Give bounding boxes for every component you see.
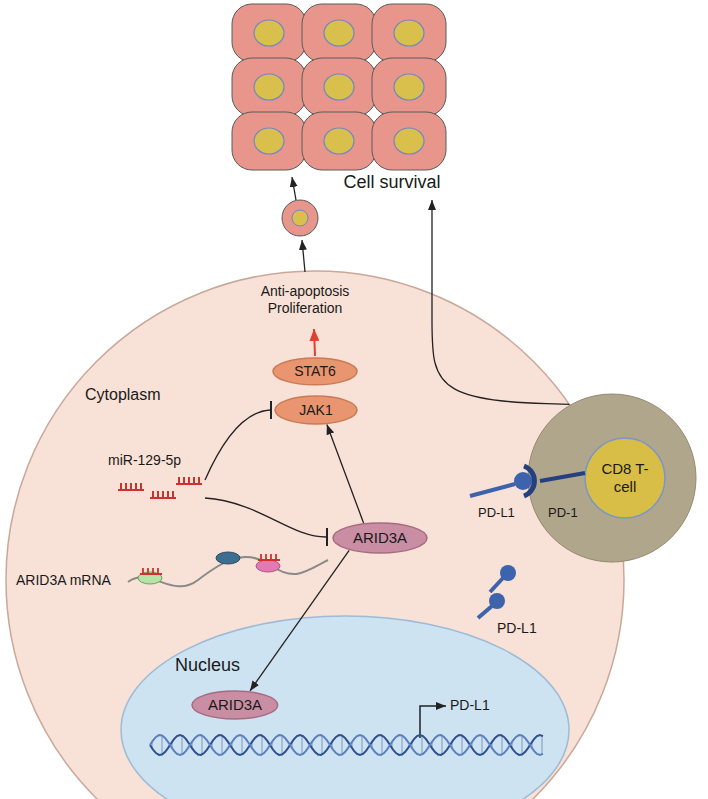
nucleus: NucleusARID3A (120, 615, 570, 799)
tumor-cell-icon (232, 58, 306, 116)
dna-rung (461, 735, 462, 754)
node-text: STAT6 (294, 363, 336, 380)
mrna-ribosome (216, 552, 240, 564)
small-cell (282, 200, 318, 236)
dna-rung (361, 735, 362, 754)
pdl1-head (489, 593, 505, 609)
dna-rung (521, 735, 522, 754)
cell-cluster: Cell survival (222, 0, 452, 200)
protein-ellipse: STAT6 (272, 357, 358, 386)
node-text: Nucleus (175, 655, 240, 677)
node-text: ARID3A (208, 696, 262, 714)
tumor-cell-icon (372, 58, 446, 116)
tumor-cell-icon (302, 4, 376, 62)
tumor-cell-icon (232, 4, 306, 62)
protein-ellipse-shape (273, 358, 357, 385)
dna-rung (541, 735, 542, 754)
arrow (292, 177, 296, 200)
mrna-ribosome (256, 560, 280, 572)
inhibition-bar (326, 528, 328, 546)
process-note: Anti-apoptosis Proliferation (245, 283, 365, 317)
nucleus-outline (120, 615, 570, 799)
tumor-cell-shape (6, 271, 624, 799)
dna-rung (281, 735, 282, 754)
protein-ellipse-shape (333, 523, 427, 553)
protein-ellipse-shape (275, 396, 357, 424)
protein-ellipse: ARID3A (191, 690, 279, 720)
dna-rung (301, 735, 302, 754)
node-text: Cytoplasm (85, 385, 161, 404)
tumor-cell-icon (302, 112, 376, 170)
nucleus-shape (121, 616, 569, 799)
dna-rung (481, 735, 482, 754)
cell-nucleus-icon (394, 20, 424, 46)
gene-label: PD-L1 (450, 697, 490, 714)
pdl1-head (500, 565, 516, 581)
protein-label: PD-L1 (478, 505, 515, 521)
tumor-cell: CytoplasmSTAT6JAK1ARID3ANucleusARID3A (5, 270, 625, 799)
dna-rung (341, 735, 342, 754)
dna-rung (241, 735, 242, 754)
dna-rung (221, 735, 222, 754)
dna-rung (181, 735, 182, 754)
protein-ellipse: JAK1 (274, 395, 358, 425)
cell-nucleus-icon (394, 74, 424, 100)
cell-nucleus-icon (254, 128, 284, 154)
node-text: CD8 T-cell (593, 460, 657, 496)
dna-rung (321, 735, 322, 754)
cell-nucleus-icon (324, 74, 354, 100)
cell-cluster-outline (222, 0, 452, 200)
cell-nucleus-icon (254, 74, 284, 100)
tumor-cell-icon (232, 112, 306, 170)
node-text: JAK1 (299, 402, 332, 419)
dna-rung (401, 735, 402, 754)
protein-ellipse: ARID3A (332, 522, 428, 554)
pdl1-head (514, 472, 532, 490)
t-cell-nucleus (585, 438, 665, 518)
dna-rung (261, 735, 262, 754)
t-cell-body (528, 394, 696, 562)
protein-label: PD-1 (548, 505, 578, 521)
t-cell: CD8 T-cell (527, 393, 697, 563)
arrow (302, 240, 305, 272)
activation-arrow (314, 329, 315, 356)
cell-nucleus-icon (324, 20, 354, 46)
mirna-label: miR-129-5p (108, 452, 181, 469)
dna-rung (161, 735, 162, 754)
node-text: ARID3A (353, 529, 407, 547)
dna-rung (441, 735, 442, 754)
t-cell-outline (527, 393, 697, 563)
mirna-symbol (150, 491, 176, 498)
node-text: Cell survival (327, 172, 457, 194)
small-cell-nucleus (292, 210, 308, 226)
mirna-symbol (118, 483, 144, 490)
tumor-cell-icon (372, 4, 446, 62)
tumor-cell-icon (372, 112, 446, 170)
inhibition-bar (270, 401, 272, 419)
cell-nucleus-icon (324, 128, 354, 154)
dna-rung (381, 735, 382, 754)
cell-nucleus-icon (394, 128, 424, 154)
protein-label: PD-L1 (497, 620, 537, 637)
mrna-label: ARID3A mRNA (16, 572, 111, 589)
cell-nucleus-icon (254, 20, 284, 46)
tumor-cell-icon (302, 58, 376, 116)
dna-rung (421, 735, 422, 754)
tumor-cell-outline (5, 270, 625, 799)
dna-rung (501, 735, 502, 754)
protein-ellipse-shape (192, 691, 278, 719)
dna-rung (201, 735, 202, 754)
mirna-symbol (176, 477, 202, 484)
